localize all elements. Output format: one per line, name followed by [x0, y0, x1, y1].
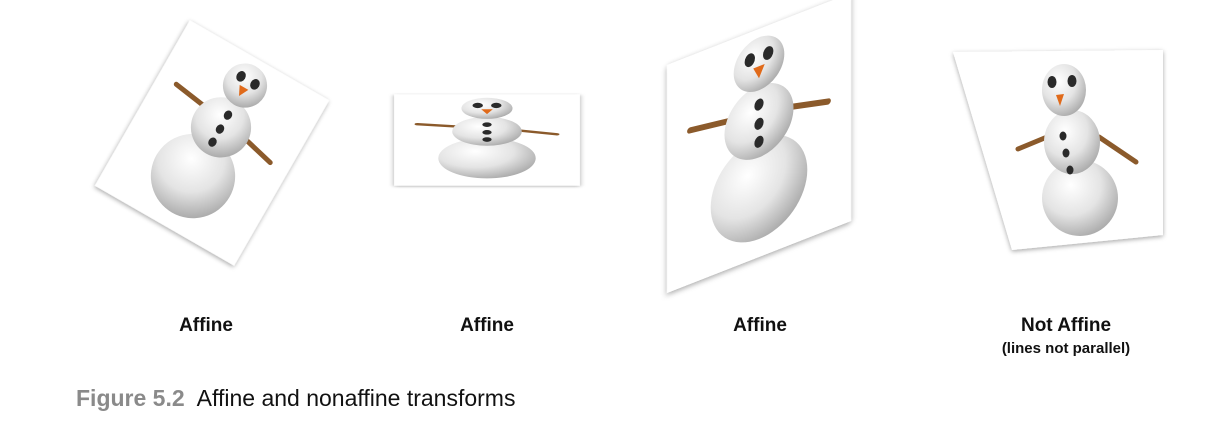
panel-sublabel-text: (lines not parallel)	[1001, 340, 1131, 357]
figure-caption-text: Affine and nonaffine transforms	[196, 385, 516, 411]
panel-label-affine-shear: Affine	[640, 315, 880, 337]
panel-label-not-affine: Not Affine (lines not parallel)	[946, 315, 1186, 357]
panel-label-text: Affine	[179, 315, 233, 336]
figure-number: Figure 5.2	[76, 385, 185, 411]
panel-label-affine-rotation: Affine	[86, 315, 326, 337]
figure-caption: Figure 5.2 Affine and nonaffine transform…	[76, 385, 515, 412]
panel-label-text: Not Affine	[1020, 315, 1112, 336]
snowman-scaled	[394, 94, 580, 185]
panel-label-affine-scale: Affine	[367, 315, 607, 337]
panel-label-text: Affine	[733, 315, 787, 336]
snowman-perspective	[953, 50, 1163, 250]
panel-label-text: Affine	[460, 315, 514, 336]
snowman-sheared	[667, 0, 851, 293]
snowman-rotated	[95, 20, 329, 265]
